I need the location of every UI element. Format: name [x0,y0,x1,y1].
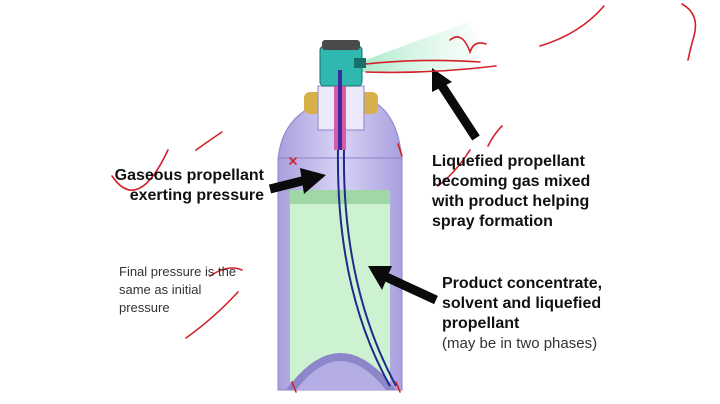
ink-tick-final [209,267,243,277]
label-gaseous-propellant-line1: Gaseous propellant [114,167,264,184]
label-product-line1: Product concentrate, [442,275,603,292]
label-product-line2: solvent and liquefied [442,295,602,312]
label-product-note: (may be in two phases) [442,335,598,352]
ink-tick-right [487,125,503,147]
ink-check-final [185,291,239,339]
label-product-concentrate: Product concentrate, solvent and liquefi… [442,274,712,354]
dip-tube [336,149,391,387]
arrows [268,68,480,305]
ink-top-right-stroke [539,5,605,47]
dip-tube-inner [342,149,397,387]
ink-top-right-check [681,3,697,61]
arrow-gas-shaft [268,175,308,194]
label-liquefied-line4: spray formation [432,213,553,230]
label-liquefied-line2: becoming gas mixed [432,173,591,190]
label-final-line2: same as initial [119,282,202,297]
label-gaseous-propellant: Gaseous propellant exerting pressure [106,166,264,206]
label-liquefied-line3: with product helping [432,193,590,210]
can-bottom-inner [296,361,386,390]
label-product-line3: propellant [442,315,520,332]
ink-tick-liquefied [437,149,471,187]
arrow-product-head [368,266,392,290]
label-final-line3: pressure [119,300,170,315]
ink-can-left-mark [289,157,297,165]
arrow-gas-head [300,168,326,194]
ink-underline-gas [111,149,169,191]
liquid-surface [290,190,390,204]
arrow-spray-head [432,68,452,92]
label-liquefied-propellant: Liquefied propellant becoming gas mixed … [432,152,712,232]
valve-stem-core [338,70,342,150]
arrow-product-shaft [382,271,438,305]
label-gaseous-propellant-line2: exerting pressure [129,187,264,204]
label-liquefied-line1: Liquefied propellant [432,153,585,170]
ink-check-gas [195,131,223,151]
label-final-pressure: Final pressure is the same as initial pr… [119,263,259,317]
spray-plume [360,22,480,72]
ink-bottom-left [291,381,297,393]
ink-spray-scribble [365,36,497,74]
handwritten-annotations [111,3,697,393]
ink-bottom-right [395,381,401,393]
actuator-top [322,40,360,50]
valve-assembly [304,40,378,150]
label-final-line1: Final pressure is the [119,264,237,279]
arrow-spray-shaft [438,83,480,141]
ink-can-right-mark [397,143,403,157]
nozzle [354,58,366,68]
